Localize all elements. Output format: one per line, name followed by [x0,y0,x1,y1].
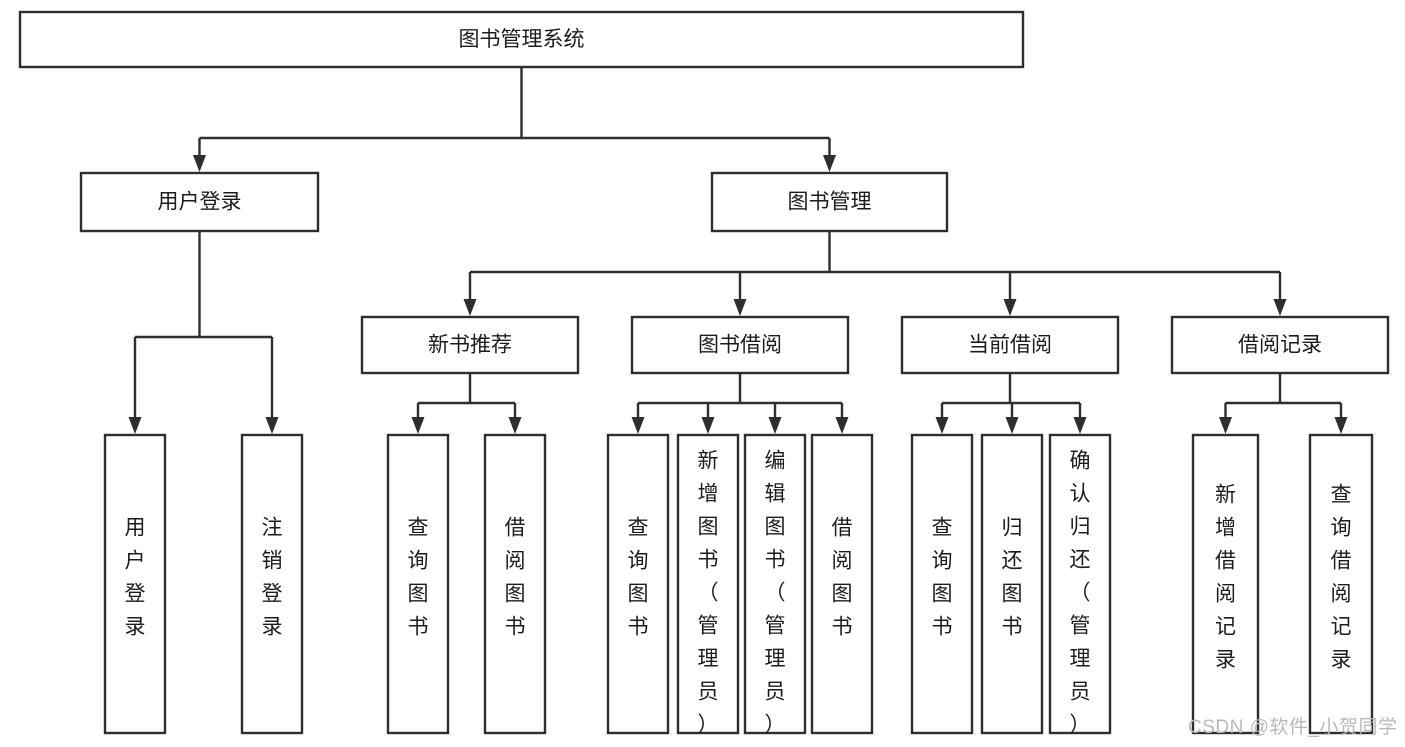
connector-group-new-book-rec [411,373,522,434]
node-root[interactable]: 图书管理系统 [18,10,1025,69]
node-leaf-add-book[interactable]: 新增图书（管理员） [676,433,740,736]
node-box-leaf-borrow-book-2[interactable] [810,433,874,735]
connector-layer [128,67,1348,434]
arrow-head [1273,299,1287,316]
node-label-leaf-user-login: 用户登录 [125,516,146,638]
node-label-leaf-borrow-book-2: 借阅图书 [832,516,853,638]
node-box-leaf-confirm-return[interactable] [1048,433,1112,735]
node-leaf-query-book-3[interactable]: 查询图书 [910,433,974,735]
node-label-book-borrow: 图书借阅 [698,334,782,357]
node-label-leaf-add-book: 新增图书（管理员） [698,449,719,736]
node-book-borrow[interactable]: 图书借阅 [630,315,850,375]
node-label-new-book-rec: 新书推荐 [428,334,512,357]
node-leaf-confirm-return[interactable]: 确认归还（管理员） [1048,433,1112,736]
node-user-login[interactable]: 用户登录 [79,171,320,233]
node-label-leaf-confirm-return: 确认归还（管理员） [1070,449,1091,736]
node-label-leaf-return-book: 归还图书 [1002,516,1023,638]
arrow-head [508,417,522,434]
arrow-head [1003,299,1017,316]
node-box-leaf-add-record[interactable] [1191,433,1260,735]
node-layer: 图书管理系统用户登录图书管理新书推荐图书借阅当前借阅借阅记录用户登录注销登录查询… [18,10,1390,736]
node-borrow-record[interactable]: 借阅记录 [1170,315,1390,375]
node-label-leaf-borrow-book-1: 借阅图书 [505,516,526,638]
node-box-leaf-query-book-3[interactable] [910,433,974,735]
node-box-book-manage[interactable] [710,171,949,233]
node-leaf-add-record[interactable]: 新增借阅记录 [1191,433,1260,735]
arrow-head [193,155,206,172]
arrow-head [935,417,949,434]
node-box-borrow-record[interactable] [1170,315,1390,375]
arrow-head [128,417,142,434]
arrow-head [631,417,645,434]
node-leaf-query-book-1[interactable]: 查询图书 [386,433,450,735]
node-box-leaf-add-book[interactable] [676,433,740,735]
connector-group-borrow-record [1219,373,1348,434]
node-box-root[interactable] [18,10,1025,69]
arrow-head [835,417,849,434]
arrow-head [823,155,836,172]
csdn-watermark: CSDN @软件_小贺同学 [1188,717,1398,738]
node-box-leaf-logout[interactable] [240,433,304,735]
node-box-new-book-rec[interactable] [360,315,580,375]
node-box-user-login[interactable] [79,171,320,233]
node-box-leaf-query-book-1[interactable] [386,433,450,735]
node-leaf-return-book[interactable]: 归还图书 [980,433,1044,735]
arrow-head [1073,417,1087,434]
arrow-head [768,417,782,434]
arrow-head [411,417,425,434]
node-label-book-manage: 图书管理 [788,191,872,214]
arrow-head [701,417,715,434]
connector-group-book-borrow [631,373,849,434]
node-label-leaf-logout: 注销登录 [262,516,283,638]
node-label-current-borrow: 当前借阅 [968,334,1052,357]
node-label-leaf-add-record: 新增借阅记录 [1215,483,1236,671]
arrow-head [1005,417,1019,434]
node-book-manage[interactable]: 图书管理 [710,171,949,233]
connector-group-current-borrow [935,373,1087,434]
node-label-user-login: 用户登录 [158,191,242,214]
node-new-book-rec[interactable]: 新书推荐 [360,315,580,375]
node-leaf-logout[interactable]: 注销登录 [240,433,304,735]
node-leaf-query-record[interactable]: 查询借阅记录 [1308,433,1374,735]
node-box-leaf-edit-book[interactable] [743,433,807,735]
arrow-head [265,417,279,434]
arrow-head [1219,417,1232,434]
node-box-leaf-query-book-2[interactable] [606,433,670,735]
arrow-head [463,299,477,316]
arrow-head [733,299,747,316]
node-label-root: 图书管理系统 [459,28,585,51]
node-leaf-query-book-2[interactable]: 查询图书 [606,433,670,735]
node-leaf-user-login[interactable]: 用户登录 [103,433,167,735]
connector-group-user-login [128,231,279,434]
connector-group-book-manage [463,231,1287,316]
node-label-leaf-query-book-2: 查询图书 [628,516,649,638]
node-leaf-borrow-book-2[interactable]: 借阅图书 [810,433,874,735]
node-label-borrow-record: 借阅记录 [1238,334,1322,357]
node-leaf-edit-book[interactable]: 编辑图书（管理员） [743,433,807,736]
node-box-leaf-borrow-book-1[interactable] [483,433,547,735]
node-label-leaf-query-book-3: 查询图书 [932,516,953,638]
node-box-leaf-query-record[interactable] [1308,433,1374,735]
node-box-book-borrow[interactable] [630,315,850,375]
node-current-borrow[interactable]: 当前借阅 [900,315,1120,375]
node-label-leaf-query-book-1: 查询图书 [408,516,429,638]
node-leaf-borrow-book-1[interactable]: 借阅图书 [483,433,547,735]
node-box-current-borrow[interactable] [900,315,1120,375]
node-label-leaf-edit-book: 编辑图书（管理员） [765,449,786,736]
node-label-leaf-query-record: 查询借阅记录 [1331,483,1352,671]
arrow-head [1334,417,1348,434]
connector-group-root [193,67,836,172]
node-box-leaf-return-book[interactable] [980,433,1044,735]
node-box-leaf-user-login[interactable] [103,433,167,735]
